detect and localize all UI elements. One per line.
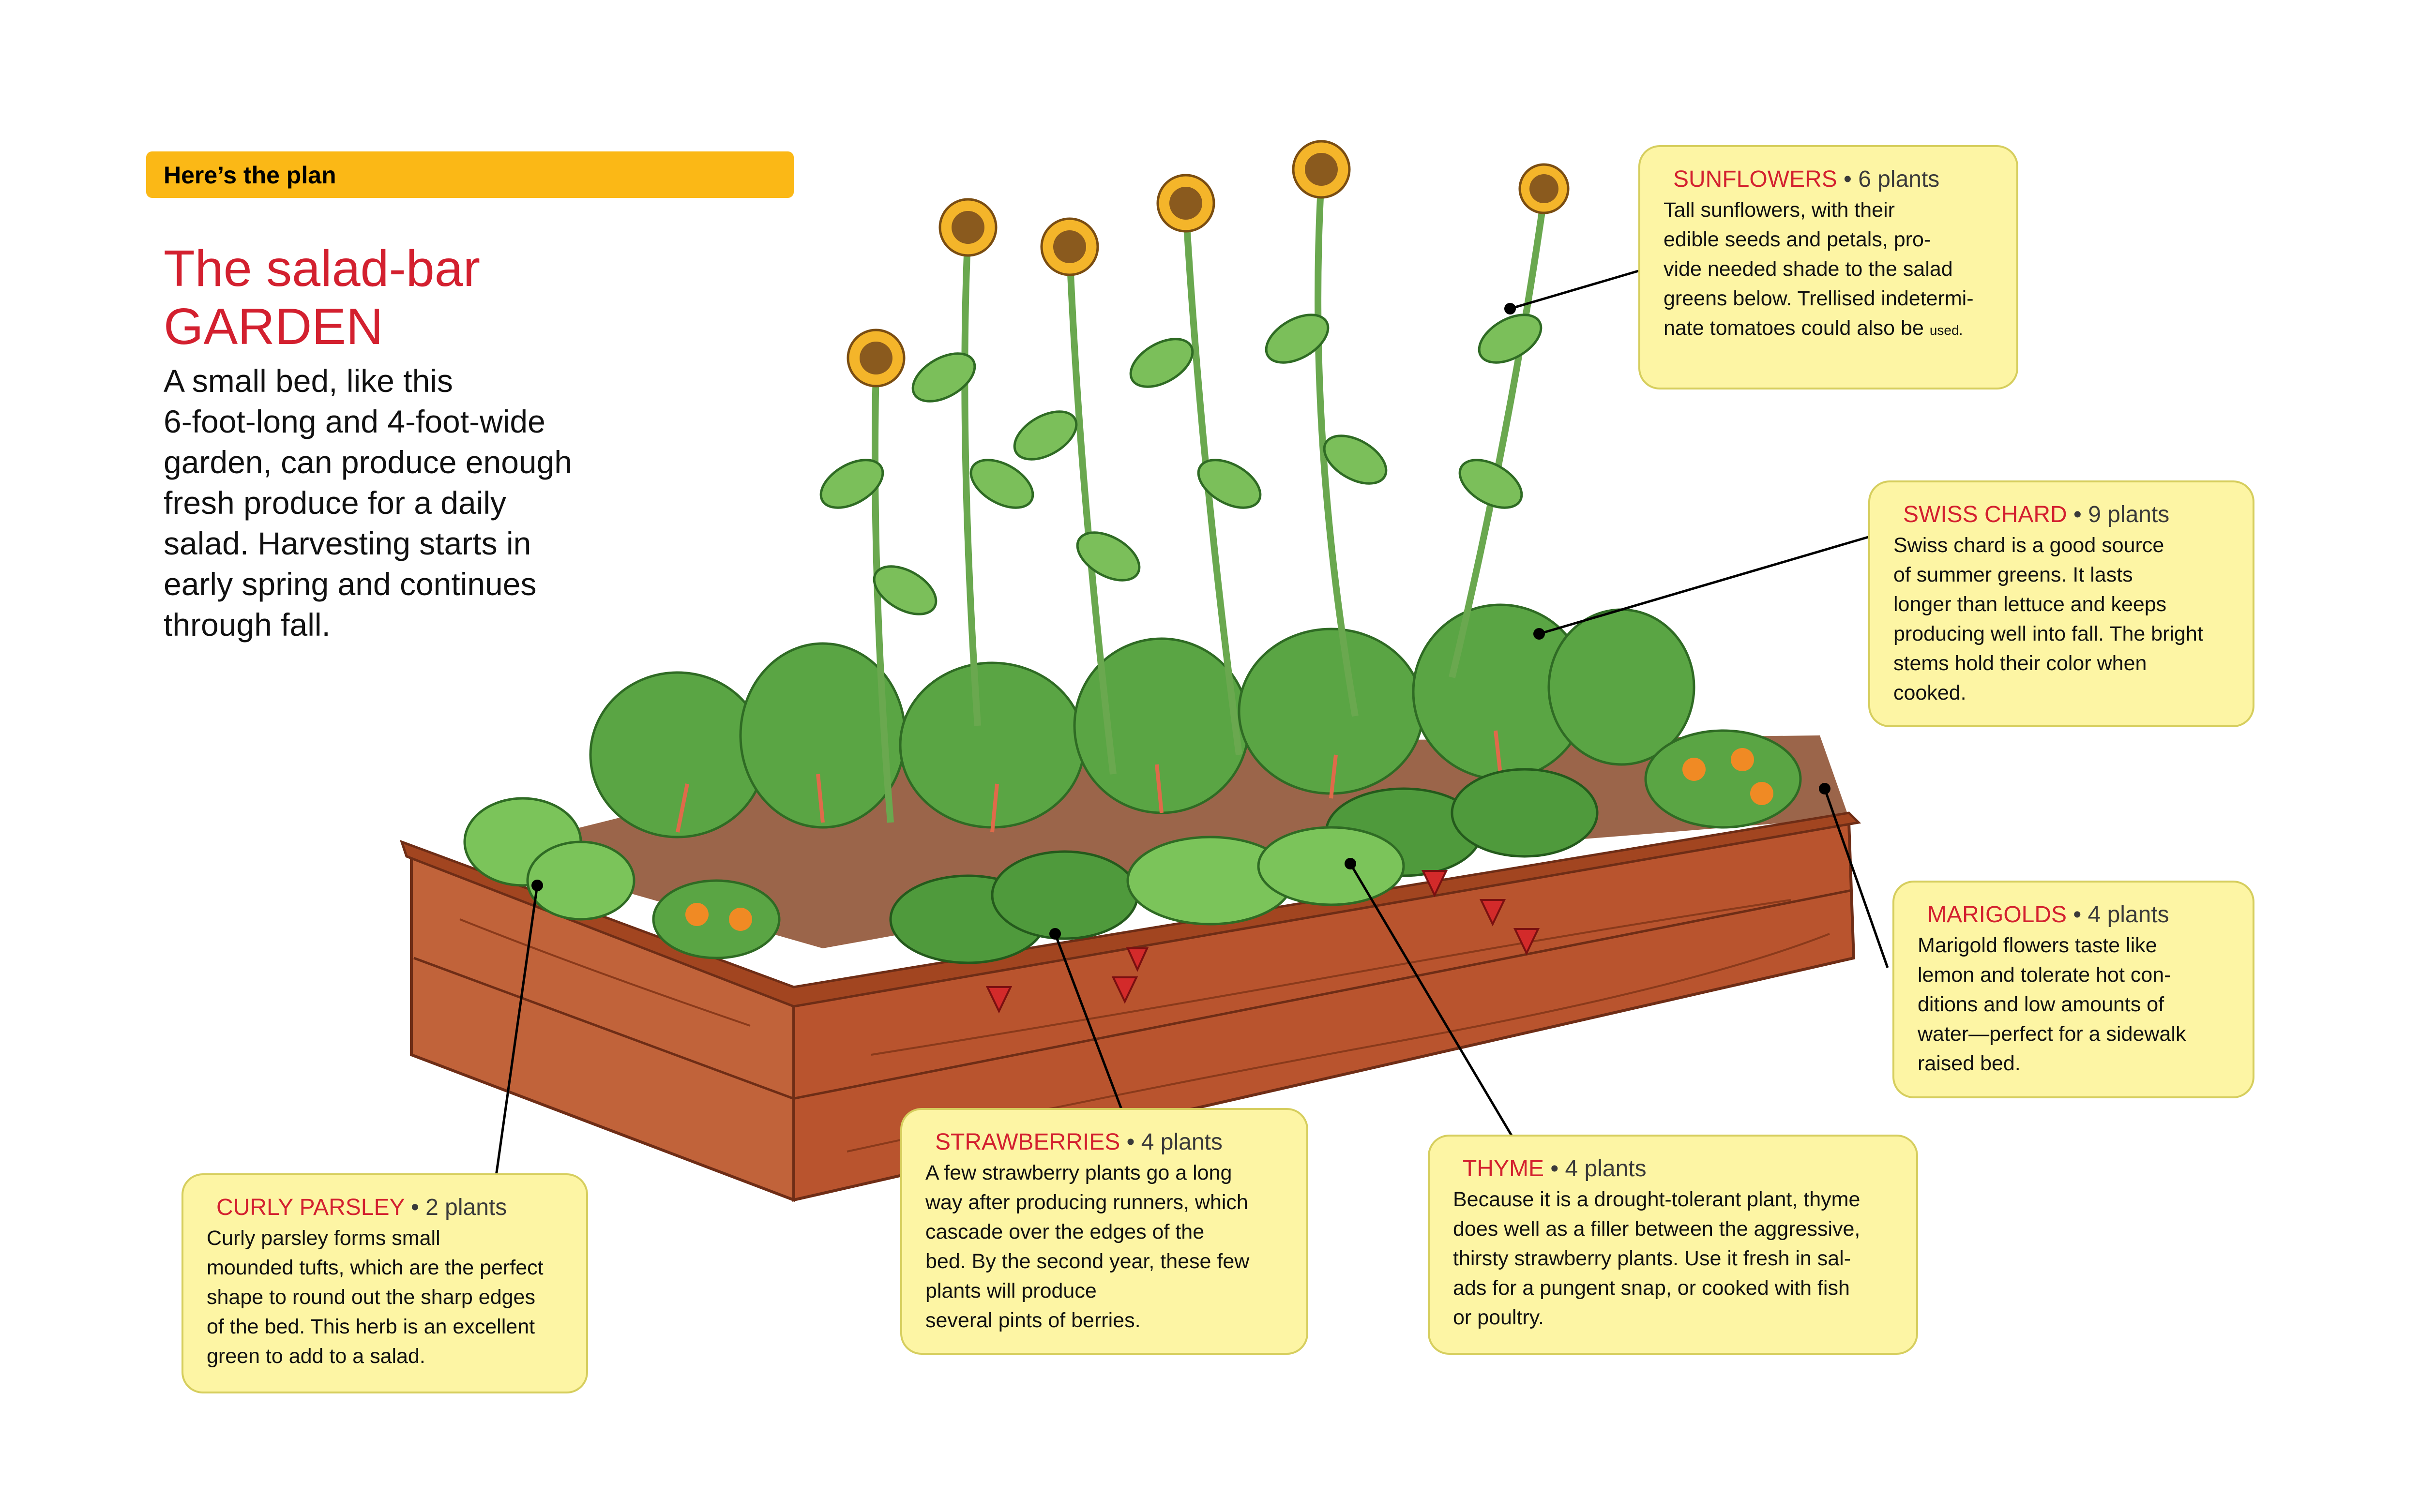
desc-line: mounded tufts, which are the perfect xyxy=(207,1256,544,1279)
plant-name: SWISS CHARD xyxy=(1903,502,2067,527)
desc-line: does well as a filler between the aggres… xyxy=(1453,1217,1860,1241)
plant-name: SUNFLOWERS xyxy=(1673,166,1837,192)
callout-description: Tall sunflowers, with their edible seeds… xyxy=(1664,195,1997,345)
callout-strawberries: STRAWBERRIES • 4 plants A few strawberry… xyxy=(900,1108,1308,1355)
desc-line: shape to round out the sharp edges xyxy=(207,1286,535,1309)
desc-line: ads for a pungent snap, or cooked with f… xyxy=(1453,1276,1850,1300)
callout-heading: CURLY PARSLEY • 2 plants xyxy=(216,1194,567,1222)
desc-line: raised bed. xyxy=(1918,1052,2021,1075)
callout-description: Because it is a drought-tolerant plant, … xyxy=(1453,1185,1897,1332)
parsley xyxy=(463,797,635,921)
callout-marigolds: MARIGOLDS • 4 plants Marigold flowers ta… xyxy=(1892,881,2254,1098)
plant-count: • 2 plants xyxy=(410,1195,507,1220)
callout-swiss-chard: SWISS CHARD • 9 plants Swiss chard is a … xyxy=(1868,480,2254,727)
callout-sunflowers: SUNFLOWERS • 6 plants Tall sunflowers, w… xyxy=(1638,145,2018,389)
board-seam xyxy=(413,957,793,1100)
desc-line: bed. By the second year, these few xyxy=(925,1250,1250,1273)
desc-line: Because it is a drought-tolerant plant, … xyxy=(1453,1188,1860,1211)
callout-description: Curly parsley forms small mounded tufts,… xyxy=(207,1224,567,1371)
intro-line: early spring and continues xyxy=(164,566,537,602)
plant-name: CURLY PARSLEY xyxy=(216,1195,405,1220)
desc-line: cascade over the edges of the xyxy=(925,1220,1205,1243)
plant-count: • 6 plants xyxy=(1844,166,1940,192)
page-title: The salad-bar GARDEN xyxy=(164,240,480,356)
plant-count: • 4 plants xyxy=(2073,902,2169,928)
callout-thyme: THYME • 4 plants Because it is a drought… xyxy=(1428,1135,1918,1355)
chard-stems xyxy=(676,730,1502,833)
strawberries xyxy=(985,870,1540,1014)
desc-line: nate tomatoes could also be used. xyxy=(1664,314,1997,345)
desc-line: or poultry. xyxy=(1453,1306,1544,1329)
desc-line: of the bed. This herb is an excellent xyxy=(207,1315,535,1338)
desc-line: vide needed shade to the salad xyxy=(1664,257,1953,281)
intro-text: A small bed, like this 6-foot-long and 4… xyxy=(164,360,628,645)
thyme xyxy=(1126,826,1405,926)
sunflower-leaves xyxy=(819,314,1543,615)
intro-line: salad. Harvesting starts in xyxy=(164,525,531,561)
callout-heading: SUNFLOWERS • 6 plants xyxy=(1673,165,1997,194)
desc-line: way after producing runners, which xyxy=(925,1191,1248,1214)
desc-line: greens below. Trellised indetermi- xyxy=(1664,287,1974,310)
title-line-1: The salad-bar xyxy=(164,240,481,297)
callout-heading: THYME • 4 plants xyxy=(1463,1155,1897,1183)
desc-line: stems hold their color when xyxy=(1893,652,2147,675)
leader-dots xyxy=(531,303,1830,940)
intro-line: fresh produce for a daily xyxy=(164,485,507,521)
desc-line: ditions and low amounts of xyxy=(1918,993,2164,1016)
desc-line: Swiss chard is a good source xyxy=(1893,534,2164,557)
desc-line: Curly parsley forms small xyxy=(207,1227,440,1250)
plan-header-label: Here’s the plan xyxy=(164,162,336,189)
callout-description: Marigold flowers taste like lemon and to… xyxy=(1918,931,2233,1078)
desc-line: cooked. xyxy=(1893,681,1966,704)
desc-line: producing well into fall. The bright xyxy=(1893,622,2203,645)
board-seam xyxy=(794,889,1852,1100)
intro-line: 6-foot-long and 4-foot-wide xyxy=(164,404,545,439)
desc-tail-text: used. xyxy=(1929,323,1963,338)
desc-line: lemon and tolerate hot con- xyxy=(1918,963,2171,987)
marigolds xyxy=(652,729,1802,959)
intro-line: A small bed, like this xyxy=(164,363,453,399)
desc-line: water—perfect for a sidewalk xyxy=(1918,1022,2186,1046)
leader-lines xyxy=(495,269,1889,1176)
plant-count: • 9 plants xyxy=(2073,502,2170,527)
callout-description: A few strawberry plants go a long way af… xyxy=(925,1158,1287,1335)
callout-heading: MARIGOLDS • 4 plants xyxy=(1927,901,2233,929)
desc-line-text: nate tomatoes could also be xyxy=(1664,316,1930,340)
plant-count: • 4 plants xyxy=(1550,1156,1647,1182)
callout-heading: SWISS CHARD • 9 plants xyxy=(1903,501,2233,529)
desc-line: Marigold flowers taste like xyxy=(1918,934,2157,957)
desc-line: A few strawberry plants go a long xyxy=(925,1161,1232,1184)
plan-header-bar: Here’s the plan xyxy=(146,151,794,198)
desc-line: longer than lettuce and keeps xyxy=(1893,593,2167,616)
callout-heading: STRAWBERRIES • 4 plants xyxy=(935,1128,1287,1156)
desc-line: several pints of berries. xyxy=(925,1309,1141,1332)
plant-count: • 4 plants xyxy=(1126,1129,1223,1155)
desc-line: of summer greens. It lasts xyxy=(1893,563,2133,586)
bed-top-edge xyxy=(399,811,1861,1008)
desc-line: Tall sunflowers, with their xyxy=(1664,198,1895,222)
plant-name: THYME xyxy=(1463,1156,1544,1182)
wood-grain xyxy=(459,918,751,1027)
title-line-2: GARDEN xyxy=(164,298,383,355)
intro-line: through fall. xyxy=(164,607,331,643)
desc-line: edible seeds and petals, pro- xyxy=(1664,228,1931,251)
plant-name: MARIGOLDS xyxy=(1927,902,2067,928)
desc-line: plants will produce xyxy=(925,1279,1097,1302)
callout-curly-parsley: CURLY PARSLEY • 2 plants Curly parsley f… xyxy=(182,1173,588,1393)
desc-line: green to add to a salad. xyxy=(207,1345,425,1368)
intro-line: garden, can produce enough xyxy=(164,444,573,480)
wood-grain xyxy=(871,899,1791,1056)
plant-name: STRAWBERRIES xyxy=(935,1129,1120,1155)
callout-description: Swiss chard is a good source of summer g… xyxy=(1893,531,2233,708)
sunflower-heads xyxy=(847,140,1570,388)
desc-line: thirsty strawberry plants. Use it fresh … xyxy=(1453,1247,1851,1270)
